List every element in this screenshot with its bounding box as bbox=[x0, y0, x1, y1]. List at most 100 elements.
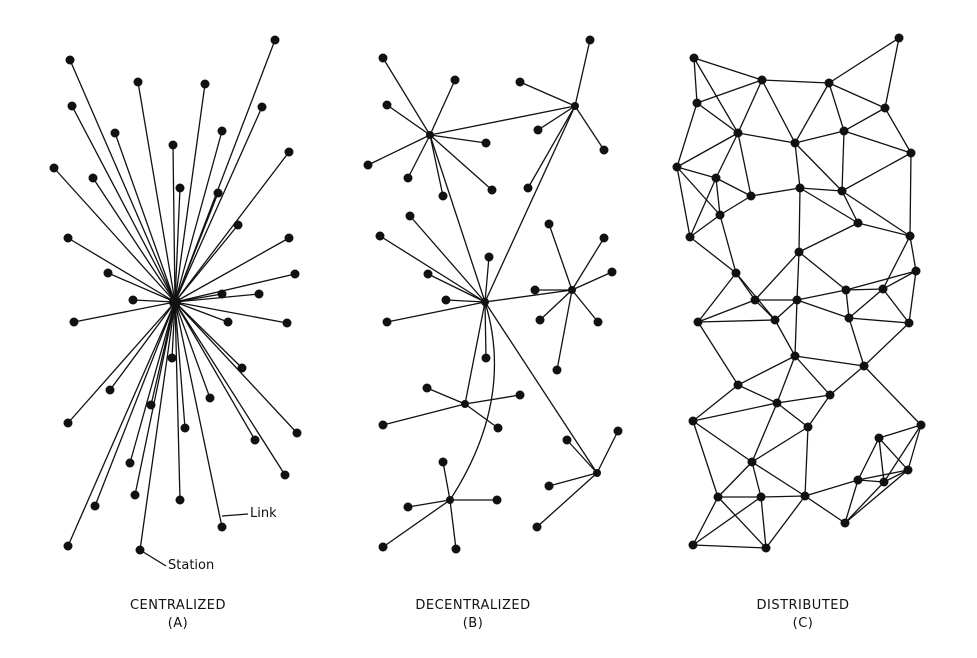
distributed-station bbox=[733, 128, 743, 138]
distributed-station bbox=[747, 457, 757, 467]
distributed-link bbox=[798, 187, 801, 253]
distributed-link bbox=[828, 82, 845, 132]
decentralized-station bbox=[552, 365, 562, 375]
distributed-link bbox=[717, 461, 753, 498]
distributed-link bbox=[848, 317, 865, 367]
distributed-link bbox=[692, 402, 778, 422]
decentralized-hub bbox=[593, 469, 601, 477]
decentralized-link bbox=[367, 134, 431, 166]
decentralized-link bbox=[571, 289, 599, 323]
distributed-station bbox=[770, 315, 780, 325]
decentralized-link bbox=[548, 223, 573, 291]
distributed-station bbox=[711, 173, 721, 183]
centralized-station bbox=[88, 173, 98, 183]
distributed-station bbox=[824, 78, 834, 88]
centralized-link bbox=[114, 132, 176, 303]
distributed-link bbox=[693, 57, 739, 134]
distributed-station bbox=[880, 103, 890, 113]
decentralized-station bbox=[382, 100, 392, 110]
hub-link bbox=[484, 105, 576, 303]
centralized-link bbox=[172, 144, 176, 303]
station-label: Station bbox=[168, 558, 215, 573]
decentralized-station bbox=[403, 173, 413, 183]
distributed-link bbox=[776, 355, 796, 404]
link-pointer-arrow bbox=[221, 513, 249, 517]
distributed-station bbox=[794, 247, 804, 257]
centralized-station bbox=[257, 102, 267, 112]
distributed-link bbox=[848, 288, 884, 319]
decentralized-station bbox=[382, 317, 392, 327]
decentralized-station bbox=[441, 295, 451, 305]
centralized-link bbox=[171, 301, 176, 359]
centralized-link bbox=[92, 177, 176, 303]
centralized-station bbox=[133, 77, 143, 87]
decentralized-station bbox=[451, 544, 461, 554]
decentralized-link bbox=[464, 394, 521, 405]
distributed-station bbox=[692, 98, 702, 108]
centralized-station bbox=[254, 289, 264, 299]
distributed-station bbox=[790, 138, 800, 148]
decentralized-station bbox=[481, 138, 491, 148]
decentralized-station bbox=[403, 502, 413, 512]
decentralized-link bbox=[429, 134, 493, 191]
centralized-station bbox=[290, 269, 300, 279]
distributed-link bbox=[882, 235, 911, 290]
centralized-link bbox=[174, 151, 290, 303]
distributed-link bbox=[882, 288, 910, 324]
centralized-station bbox=[125, 458, 135, 468]
hub-link bbox=[429, 105, 576, 136]
decentralized-station bbox=[493, 423, 503, 433]
caption-letter: (C) bbox=[792, 616, 814, 631]
caption-title: DISTRIBUTED bbox=[756, 598, 850, 613]
centralized-link bbox=[71, 105, 176, 303]
centralized-station bbox=[103, 268, 113, 278]
decentralized-link bbox=[426, 387, 466, 405]
decentralized-station bbox=[378, 542, 388, 552]
distributed-station bbox=[878, 284, 888, 294]
centralized-link bbox=[53, 167, 176, 303]
distributed-link bbox=[841, 152, 912, 192]
caption-title: DECENTRALIZED bbox=[415, 598, 531, 613]
decentralized-station bbox=[544, 481, 554, 491]
caption-distributed: DISTRIBUTED (C) bbox=[703, 597, 903, 633]
distributed-link bbox=[689, 236, 737, 274]
centralized-station bbox=[63, 418, 73, 428]
decentralized-link bbox=[484, 301, 487, 359]
distributed-station bbox=[672, 162, 682, 172]
distributed-link bbox=[765, 495, 806, 549]
hub-link bbox=[484, 289, 573, 303]
distributed-link bbox=[794, 142, 801, 189]
distributed-station bbox=[894, 33, 904, 43]
distributed-link bbox=[857, 437, 880, 481]
station-pointer-arrow bbox=[139, 549, 167, 567]
distributed-station bbox=[750, 295, 760, 305]
centralized-station bbox=[217, 289, 227, 299]
hub-link bbox=[429, 134, 486, 303]
decentralized-station bbox=[438, 457, 448, 467]
distributed-link bbox=[828, 37, 900, 84]
distributed-link bbox=[863, 365, 922, 426]
distributed-link bbox=[796, 289, 847, 301]
centralized-station bbox=[282, 318, 292, 328]
distributed-station bbox=[916, 420, 926, 430]
distributed-link bbox=[857, 469, 909, 481]
distributed-link bbox=[692, 420, 753, 463]
decentralized-station bbox=[523, 183, 533, 193]
decentralized-link bbox=[382, 57, 431, 136]
distributed-link bbox=[696, 79, 763, 104]
centralized-station bbox=[270, 35, 280, 45]
centralized-station bbox=[205, 393, 215, 403]
decentralized-link bbox=[386, 301, 486, 323]
distributed-link bbox=[761, 79, 796, 144]
decentralized-hub bbox=[481, 298, 489, 306]
distributed-link bbox=[717, 496, 767, 549]
centralized-station bbox=[167, 353, 177, 363]
centralized-link bbox=[67, 301, 176, 547]
decentralized-link bbox=[429, 134, 487, 144]
decentralized-link bbox=[464, 403, 499, 429]
distributed-link bbox=[761, 79, 830, 84]
decentralized-station bbox=[533, 125, 543, 135]
decentralized-station bbox=[515, 390, 525, 400]
decentralized-link bbox=[566, 439, 598, 474]
distributed-link bbox=[807, 394, 831, 428]
